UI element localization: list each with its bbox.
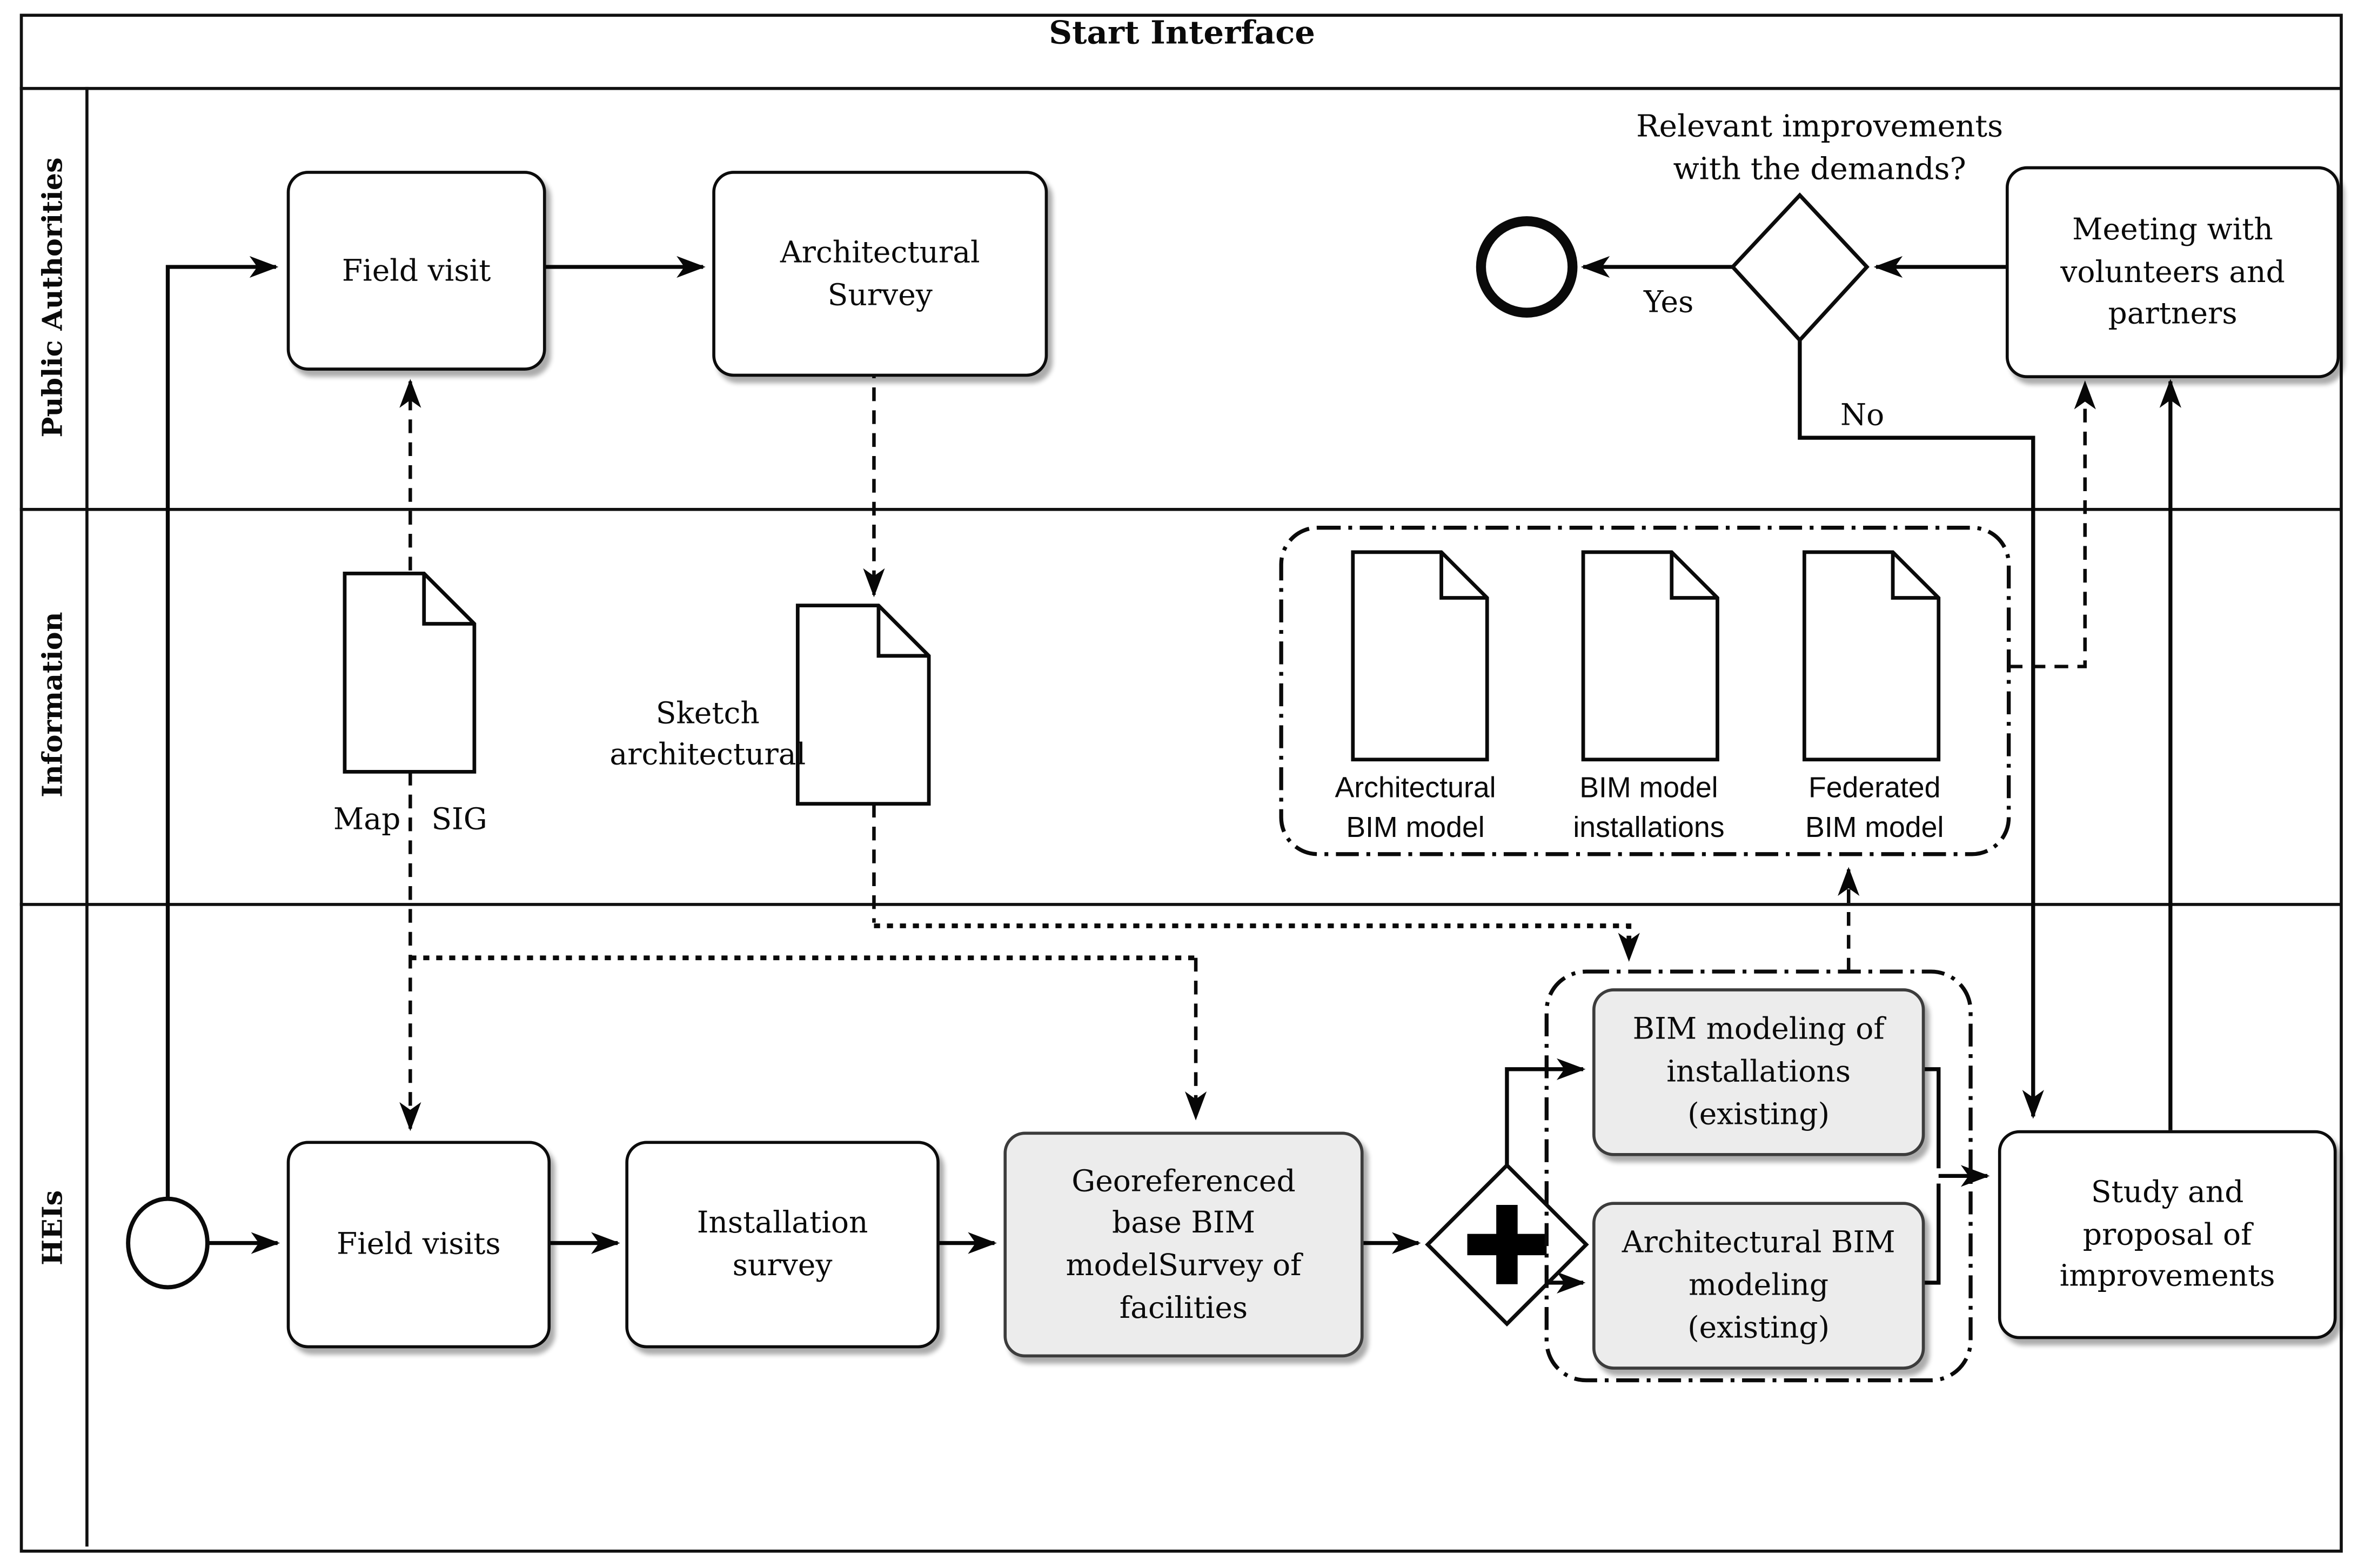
- sketch-architectural-label: Sketch architectural: [609, 695, 806, 772]
- task-architectural-survey: Architectural Survey: [712, 171, 1048, 377]
- federated-bim-model-document-icon: [1802, 550, 1941, 762]
- pool-frame: [19, 14, 2343, 1553]
- lane-label-divider: [85, 86, 89, 1547]
- task-field-visits: Field visits: [286, 1141, 551, 1349]
- end-event-icon: [1476, 216, 1578, 318]
- task-architectural-bim-modeling: Architectural BIM modeling (existing): [1592, 1202, 1925, 1370]
- task-field-visit: Field visit: [286, 171, 546, 371]
- lane-divider-2: [19, 903, 2341, 907]
- flow-merge-bottom: [1919, 1183, 1941, 1285]
- flow-gateway-to-bim-installations: [1505, 1058, 1586, 1165]
- bim-models-group: [1279, 526, 2011, 856]
- task-study-proposal-improvements: Study and proposal of improvements: [1998, 1130, 2337, 1339]
- assoc-models-to-meeting: [2008, 380, 2096, 668]
- map-sig-document-icon: [343, 571, 477, 774]
- architectural-bim-model-label: Architectural BIM model: [1335, 773, 1496, 845]
- parallel-gateway-icon: [1425, 1162, 1589, 1327]
- flow-merge-top: [1919, 1067, 1941, 1169]
- flow-start-to-field-visit: [165, 256, 279, 1199]
- flow-no-to-study: [1798, 340, 2044, 1119]
- start-event-icon: [126, 1196, 210, 1290]
- sketch-document-icon: [795, 604, 931, 806]
- task-installation-survey: Installation survey: [625, 1141, 940, 1349]
- pool-title: Start Interface: [1049, 12, 1316, 51]
- task-meeting-volunteers-partners: Meeting with volunteers and partners: [2005, 166, 2340, 379]
- gateway-question-label: Relevant improvements with the demands?: [1636, 107, 2004, 186]
- bim-model-installations-label: BIM model installations: [1573, 773, 1725, 845]
- architectural-bim-model-document-icon: [1351, 550, 1489, 762]
- task-georeferenced-base-bim: Georeferenced base BIM modelSurvey of fa…: [1003, 1131, 1364, 1358]
- title-divider: [19, 86, 2341, 91]
- bim-model-installations-document-icon: [1581, 550, 1719, 762]
- bim-modeling-group: [1544, 969, 1973, 1383]
- yes-label: Yes: [1643, 284, 1694, 320]
- map-sig-label: Map SIG: [333, 801, 487, 837]
- federated-bim-model-label: Federated BIM model: [1805, 773, 1944, 845]
- assoc-sketch-to-modeling-group: [874, 923, 1640, 962]
- task-bim-modeling-installations: BIM modeling of installations (existing): [1592, 988, 1925, 1156]
- exclusive-gateway-icon: [1730, 192, 1870, 343]
- lane-divider-1: [19, 507, 2341, 512]
- no-label: No: [1840, 397, 1885, 433]
